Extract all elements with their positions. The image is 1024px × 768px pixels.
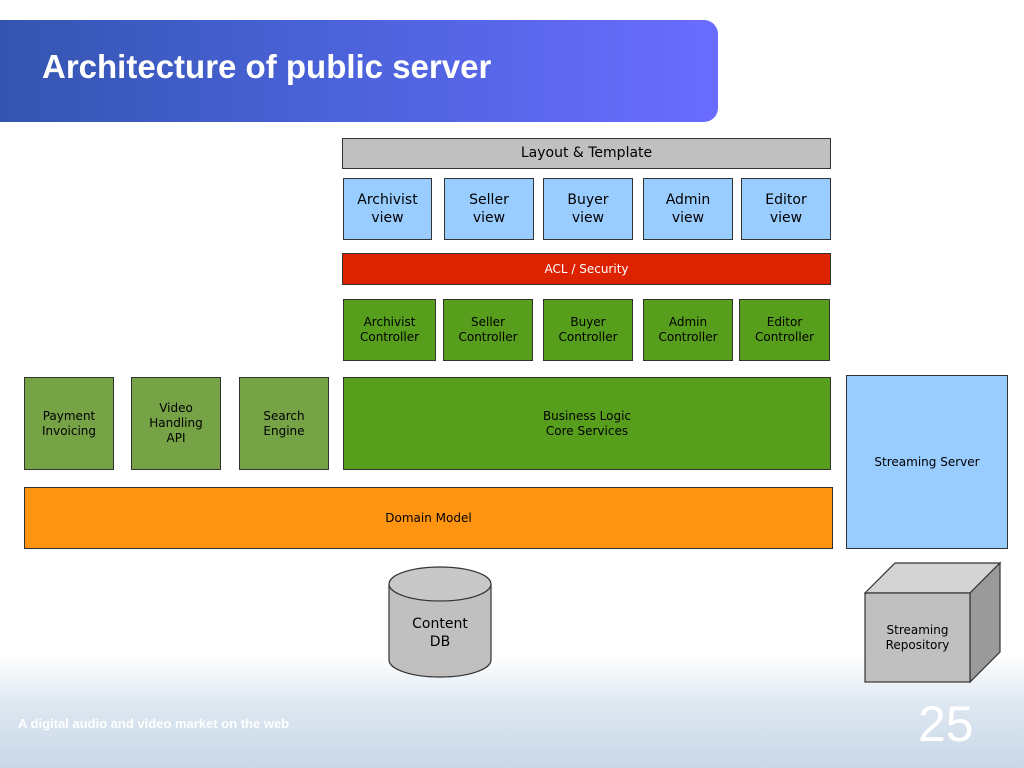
content-db-cylinder	[388, 566, 492, 678]
payment-invoicing-box: Payment Invoicing	[24, 377, 114, 470]
search-engine-box: Search Engine	[239, 377, 329, 470]
streaming-repository-cube	[863, 561, 1002, 684]
layout-template-box: Layout & Template	[342, 138, 831, 169]
admin-controller-box: Admin Controller	[643, 299, 733, 361]
admin-view-box: Admin view	[643, 178, 733, 240]
archivist-view-box: Archivist view	[343, 178, 432, 240]
seller-view-box: Seller view	[444, 178, 534, 240]
seller-controller-box: Seller Controller	[443, 299, 533, 361]
video-handling-api-box: Video Handling API	[131, 377, 221, 470]
domain-model-box: Domain Model	[24, 487, 833, 549]
archivist-controller-box: Archivist Controller	[343, 299, 436, 361]
cube-front-face	[864, 592, 971, 683]
buyer-view-box: Buyer view	[543, 178, 633, 240]
acl-security-box: ACL / Security	[342, 253, 831, 285]
editor-controller-box: Editor Controller	[739, 299, 830, 361]
title-bar: Architecture of public server	[0, 20, 718, 122]
buyer-controller-box: Buyer Controller	[543, 299, 633, 361]
content-db-label: Content DB	[412, 616, 468, 650]
cylinder-body	[388, 584, 492, 678]
slide-title: Architecture of public server	[42, 48, 492, 85]
business-logic-box: Business Logic Core Services	[343, 377, 831, 470]
streaming-server-box: Streaming Server	[846, 375, 1008, 549]
editor-view-box: Editor view	[741, 178, 831, 240]
page-number: 25	[918, 696, 974, 752]
footer-text: A digital audio and video market on the …	[18, 716, 290, 731]
cylinder-top	[388, 566, 492, 602]
footer-background	[0, 655, 1024, 768]
streaming-repository-label: Streaming Repository	[885, 623, 950, 652]
